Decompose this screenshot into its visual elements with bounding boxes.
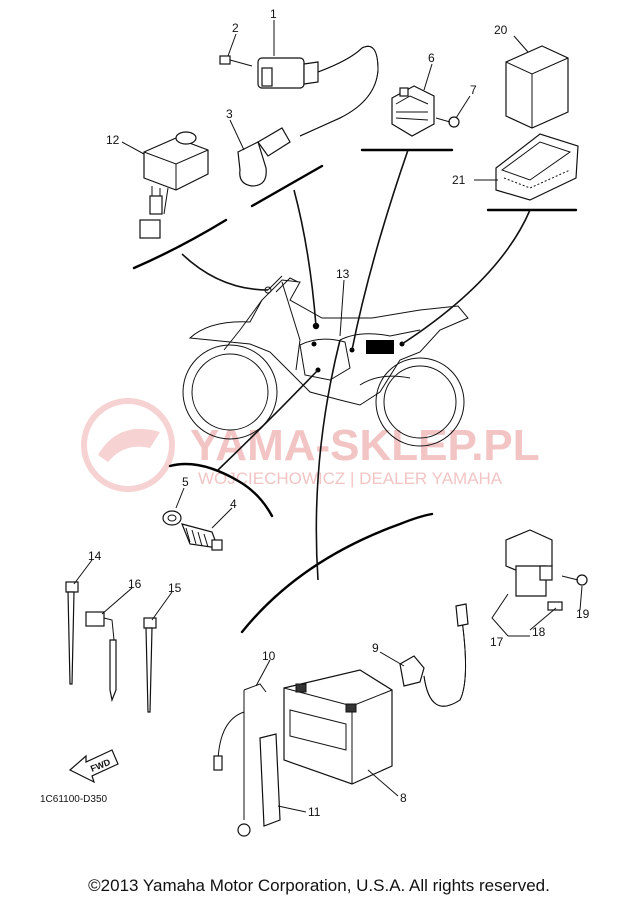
- gasket: [162, 510, 182, 526]
- callout-11: 11: [308, 805, 321, 819]
- watermark-subtitle: WOJCIECHOWICZ | DEALER YAMAHA: [198, 469, 503, 488]
- cable-band-15: [143, 617, 157, 713]
- starter-relay: [505, 529, 553, 597]
- coil-bolt: [219, 55, 253, 67]
- watermark-title: YAMA-SKLEP.PL: [190, 421, 540, 470]
- callout-7: 7: [470, 83, 477, 97]
- callout-5: 5: [182, 475, 189, 489]
- cdi-holder: [495, 133, 579, 201]
- callout-1: 1: [270, 7, 277, 21]
- positive-cable: [399, 603, 469, 707]
- rectifier-regulator: [391, 85, 435, 137]
- fuse: [547, 601, 563, 611]
- clip-band-16: [85, 611, 117, 703]
- copyright-notice: ©2013 Yamaha Motor Corporation, U.S.A. A…: [88, 876, 550, 895]
- leader-lines: [73, 20, 583, 813]
- callout-9: 9: [372, 641, 379, 655]
- callout-4: 4: [230, 497, 237, 511]
- regulator-bolt: [435, 116, 460, 128]
- cdi-unit: [505, 45, 569, 129]
- callout-6: 6: [428, 51, 435, 65]
- callout-labels: 1 2 3 4 5 6 7 8 9 10 11 12 13 14 15 16 1…: [88, 7, 590, 819]
- cable-band-14: [65, 581, 79, 685]
- negative-cable: [213, 683, 267, 837]
- relay-bolt: [561, 574, 588, 586]
- callout-21: 21: [452, 173, 466, 187]
- callout-10: 10: [262, 649, 276, 663]
- ignition-coil: [257, 45, 379, 137]
- callout-12: 12: [106, 133, 120, 147]
- battery: [283, 669, 393, 785]
- spark-plug-cap: [237, 127, 291, 187]
- callout-16: 16: [128, 577, 142, 591]
- battery-band: [259, 733, 281, 827]
- motorcycle-outline: [182, 275, 469, 447]
- watermark: YAMA-SKLEP.PL WOJCIECHOWICZ | DEALER YAM…: [81, 398, 540, 492]
- forward-arrow: FWD: [68, 749, 119, 784]
- callout-8: 8: [400, 791, 407, 805]
- callout-15: 15: [168, 581, 182, 595]
- callout-18: 18: [532, 625, 546, 639]
- callout-17: 17: [490, 635, 504, 649]
- callout-3: 3: [226, 107, 233, 121]
- group-brackets: [132, 148, 578, 634]
- neutral-switch: [180, 523, 223, 551]
- callout-19: 19: [576, 607, 590, 621]
- callout-14: 14: [88, 549, 102, 563]
- part-code: 1C61100-D350: [40, 794, 108, 805]
- callout-2: 2: [232, 21, 239, 35]
- callout-20: 20: [494, 23, 508, 37]
- main-switch: [139, 131, 209, 239]
- callout-13: 13: [336, 267, 350, 281]
